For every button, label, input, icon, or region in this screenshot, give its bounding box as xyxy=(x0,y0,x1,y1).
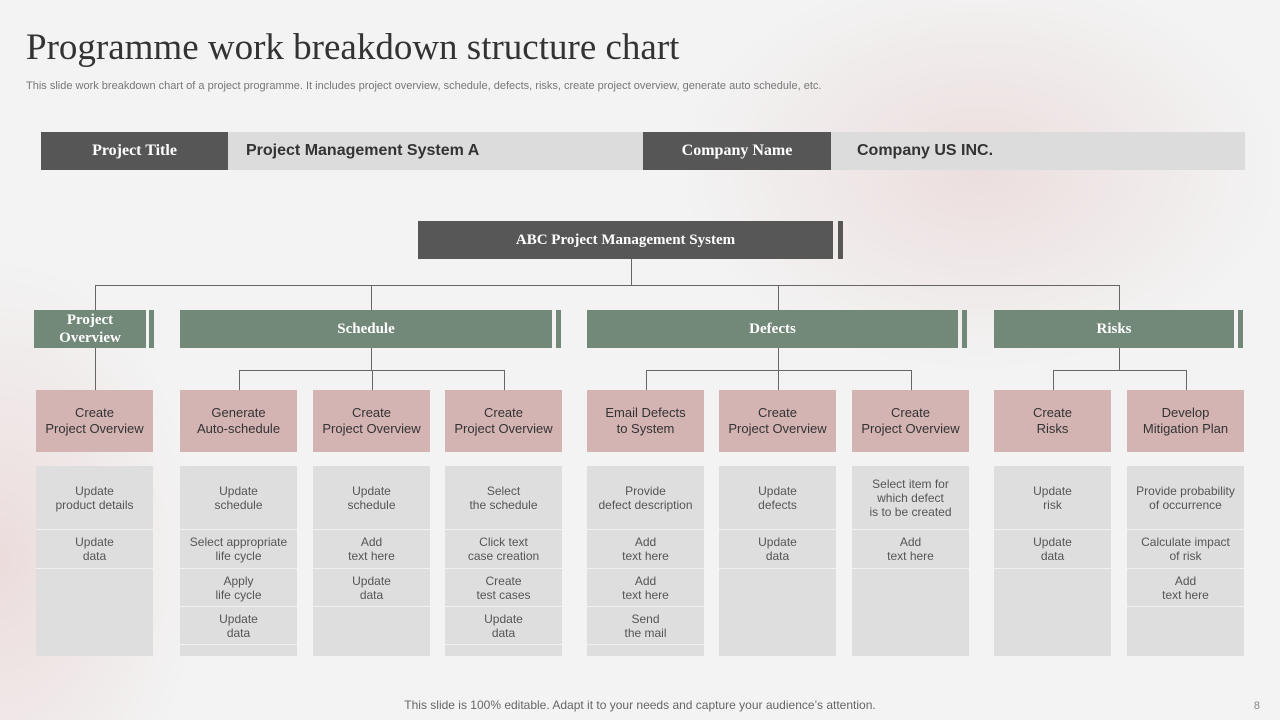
connector xyxy=(95,285,96,310)
connector xyxy=(95,348,96,390)
task-item: Add text here xyxy=(587,569,704,607)
task-box: Develop Mitigation Plan xyxy=(1127,390,1244,452)
category-accent xyxy=(556,310,561,348)
task-item: Update data xyxy=(445,607,562,645)
connector xyxy=(95,285,1120,286)
connector xyxy=(371,285,372,310)
task-item: Update data xyxy=(36,530,153,569)
connector xyxy=(778,348,779,370)
task-item: Add text here xyxy=(852,530,969,569)
root-node: ABC Project Management System xyxy=(418,221,833,259)
project-title-label: Project Title xyxy=(41,132,228,170)
connector xyxy=(910,370,912,390)
connector xyxy=(1052,370,1054,390)
category-accent xyxy=(149,310,154,348)
connector xyxy=(371,370,373,390)
connector xyxy=(1119,348,1120,370)
task-item: Update product details xyxy=(36,466,153,530)
task-box: Email Defects to System xyxy=(587,390,704,452)
category-accent xyxy=(962,310,967,348)
company-name-value: Company US INC. xyxy=(831,132,1245,170)
task-box: Create Project Overview xyxy=(719,390,836,452)
connector xyxy=(503,370,505,390)
connector xyxy=(1052,370,1187,371)
connector xyxy=(631,259,632,285)
category-project-overview: Project Overview xyxy=(34,310,146,348)
task-item: Provide defect description xyxy=(587,466,704,530)
root-node-accent xyxy=(838,221,843,259)
page-number: 8 xyxy=(1253,700,1260,712)
connector xyxy=(371,348,372,370)
task-item: Click text case creation xyxy=(445,530,562,569)
category-risks: Risks xyxy=(994,310,1234,348)
task-item: Add text here xyxy=(1127,569,1244,607)
connector xyxy=(778,285,779,310)
connector xyxy=(777,370,779,390)
task-box: Create Project Overview xyxy=(313,390,430,452)
category-accent xyxy=(1238,310,1243,348)
task-items-panel: Select item for which defect is to be cr… xyxy=(852,466,969,656)
task-item: Update data xyxy=(719,530,836,569)
task-item: Select the schedule xyxy=(445,466,562,530)
task-item: Update defects xyxy=(719,466,836,530)
task-item: Update schedule xyxy=(313,466,430,530)
task-box: Create Project Overview xyxy=(36,390,153,452)
task-item: Apply life cycle xyxy=(180,569,297,607)
task-box: Create Project Overview xyxy=(852,390,969,452)
task-item: Calculate impact of risk xyxy=(1127,530,1244,569)
connector xyxy=(1119,285,1120,310)
connector xyxy=(645,370,912,371)
task-item: Update schedule xyxy=(180,466,297,530)
category-schedule: Schedule xyxy=(180,310,552,348)
task-item: Create test cases xyxy=(445,569,562,607)
page-title: Programme work breakdown structure chart xyxy=(26,27,680,68)
connector xyxy=(645,370,647,390)
company-name-label: Company Name xyxy=(643,132,831,170)
task-item: Add text here xyxy=(587,530,704,569)
connector xyxy=(238,370,240,390)
project-title-value: Project Management System A xyxy=(228,132,643,170)
task-box: Create Project Overview xyxy=(445,390,562,452)
task-item: Update data xyxy=(313,569,430,607)
task-item: Send the mail xyxy=(587,607,704,645)
category-defects: Defects xyxy=(587,310,958,348)
task-item: Provide probability of occurrence xyxy=(1127,466,1244,530)
task-item: Update data xyxy=(180,607,297,645)
footer-note: This slide is 100% editable. Adapt it to… xyxy=(404,698,876,712)
task-item: Select appropriate life cycle xyxy=(180,530,297,569)
task-item: Update data xyxy=(994,530,1111,569)
task-box: Create Risks xyxy=(994,390,1111,452)
task-item: Update risk xyxy=(994,466,1111,530)
task-item: Add text here xyxy=(313,530,430,569)
connector xyxy=(1185,370,1187,390)
task-box: Generate Auto-schedule xyxy=(180,390,297,452)
task-item: Select item for which defect is to be cr… xyxy=(852,466,969,530)
subtitle: This slide work breakdown chart of a pro… xyxy=(26,80,822,92)
